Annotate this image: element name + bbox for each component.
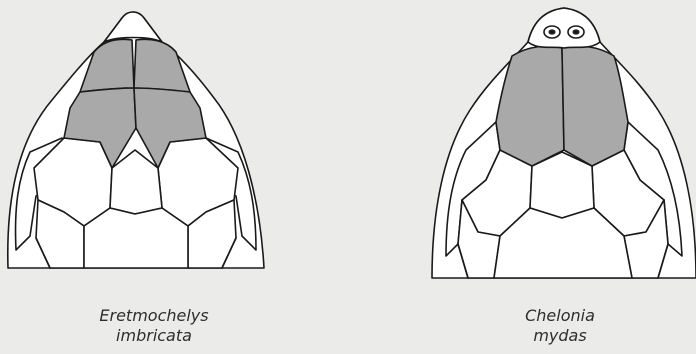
caption-eretmochelys-imbricata: Eretmochelys imbricata bbox=[34, 306, 274, 346]
caption-species: mydas bbox=[440, 326, 680, 346]
hawksbill-scale-prefrontal-anterior-right bbox=[134, 39, 190, 92]
green-turtle-snout-tip bbox=[528, 8, 600, 48]
caption-genus: Chelonia bbox=[440, 306, 680, 326]
hawksbill-head bbox=[8, 12, 264, 268]
caption-genus: Eretmochelys bbox=[34, 306, 274, 326]
caption-chelonia-mydas: Chelonia mydas bbox=[440, 306, 680, 346]
caption-species: imbricata bbox=[34, 326, 274, 346]
hawksbill-scale-nuchal bbox=[84, 208, 188, 268]
green-turtle-scale-prefrontal-left bbox=[496, 46, 564, 166]
green-turtle-nostril-right-inner bbox=[573, 29, 580, 34]
green-turtle-nostril-left-inner bbox=[549, 29, 556, 34]
green-turtle-head bbox=[432, 8, 696, 278]
hawksbill-snout-tip bbox=[104, 12, 162, 42]
